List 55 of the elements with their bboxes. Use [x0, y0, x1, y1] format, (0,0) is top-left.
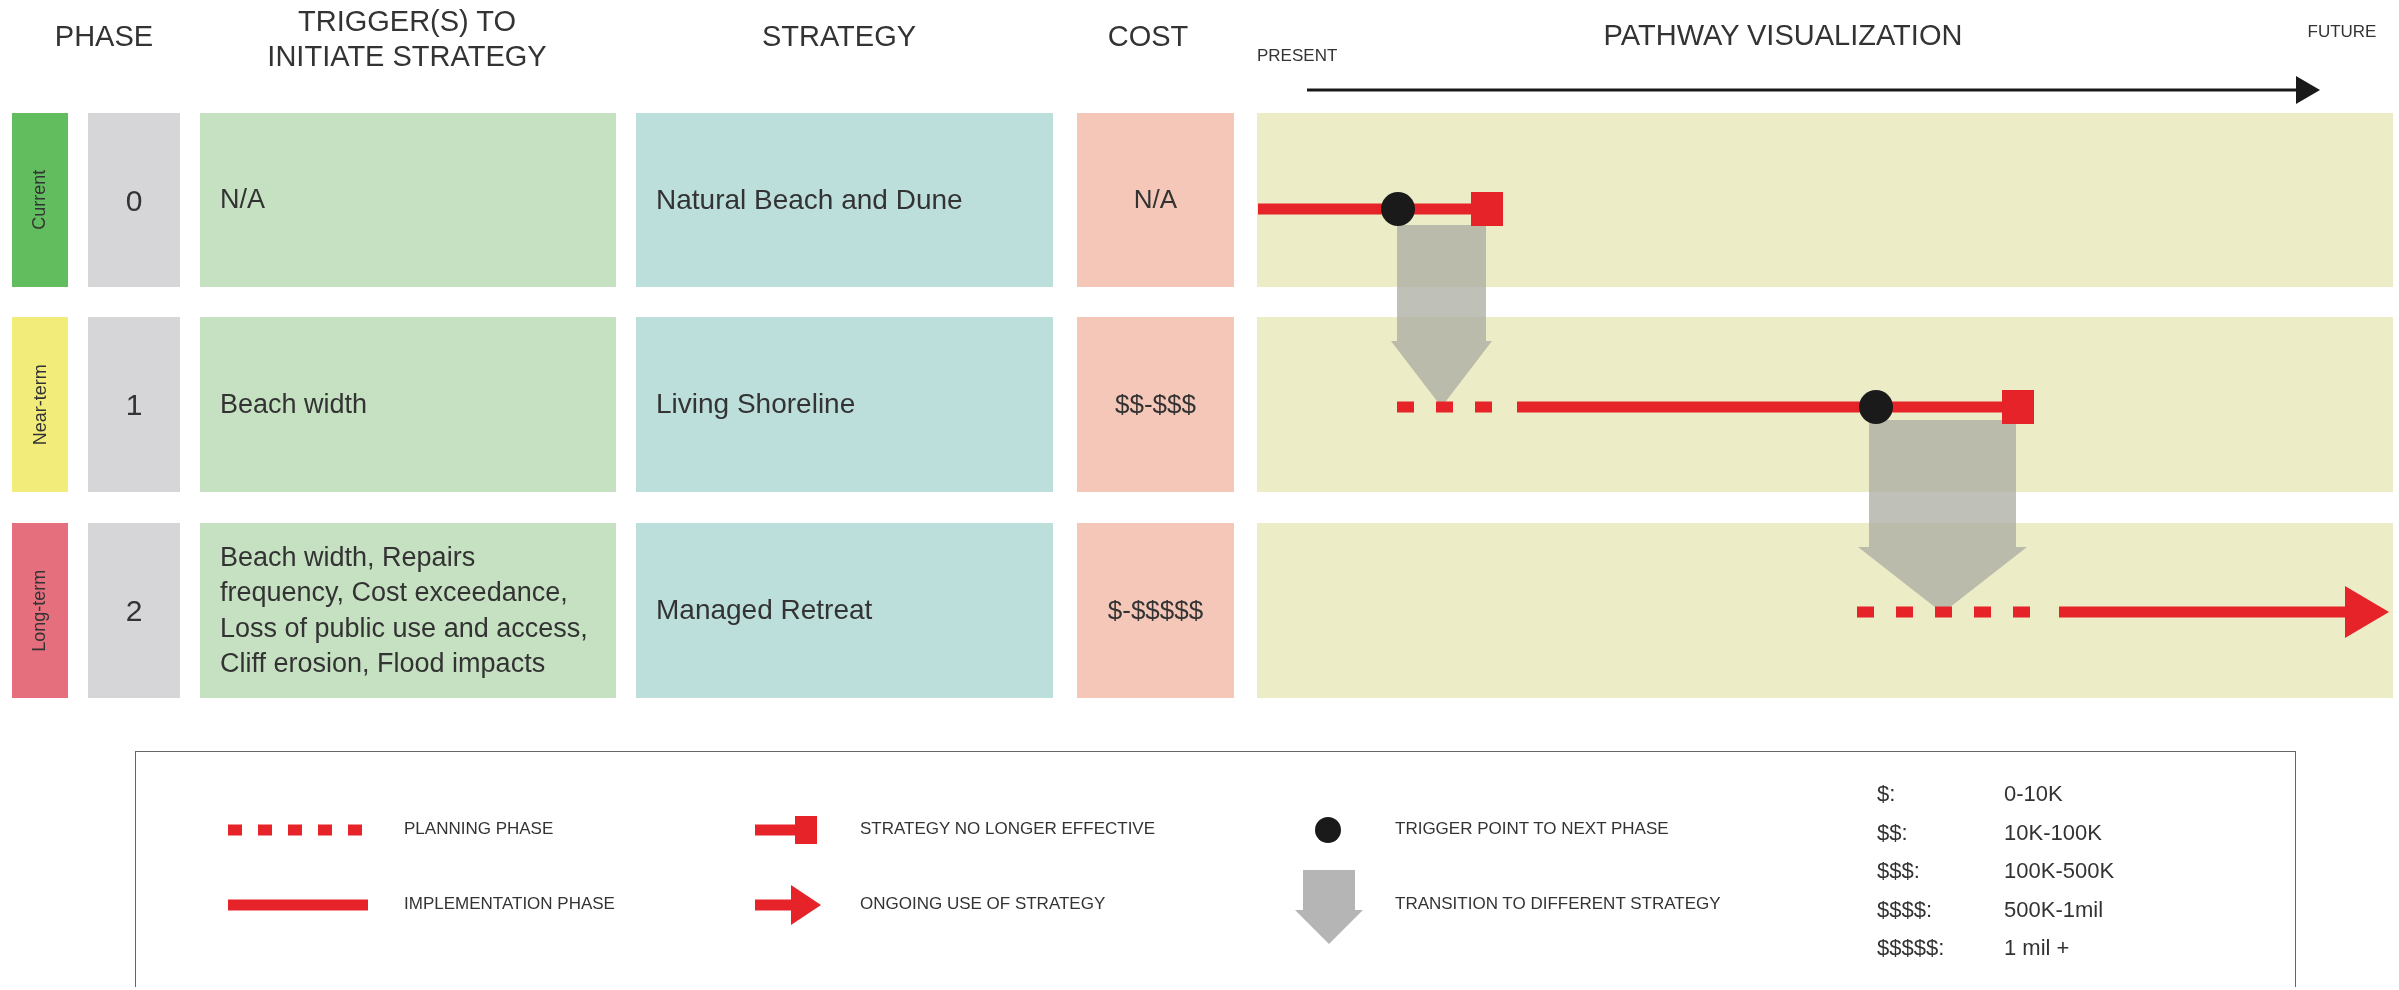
axis-label: PRESENT — [1257, 45, 1338, 67]
legend-text: TRANSITION TO DIFFERENT STRATEGY — [1395, 894, 1721, 915]
cost-text: $-$$$$$ — [1107, 593, 1204, 627]
cost-text: $$-$$$ — [1115, 387, 1196, 421]
phase-number: 2 — [125, 593, 143, 629]
phase-band — [12, 113, 68, 287]
trigger-cell — [200, 113, 616, 287]
legend-text: TRIGGER POINT TO NEXT PHASE — [1395, 819, 1669, 840]
trigger-text: N/A — [220, 183, 265, 217]
phase-label: Near-term — [28, 364, 51, 445]
column-header: TRIGGER(S) TO INITIATE STRATEGY — [266, 3, 548, 74]
phase-label: Long-term — [28, 569, 51, 652]
cost-range: 10K-100K — [2004, 819, 2102, 847]
timeline-band — [1257, 523, 2393, 698]
phase-number-cell — [88, 317, 180, 492]
phase-number: 1 — [125, 387, 143, 423]
legend-text: ONGOING USE OF STRATEGY — [860, 894, 1106, 915]
phase-number-cell — [88, 113, 180, 287]
legend-text: STRATEGY NO LONGER EFFECTIVE — [860, 819, 1156, 840]
phase-label: Current — [28, 170, 51, 230]
strategy-text: Living Shoreline — [656, 387, 856, 422]
cost-cell — [1077, 523, 1234, 698]
cost-symbol: $: — [1877, 780, 1896, 808]
strategy-text: Natural Beach and Dune — [656, 182, 963, 217]
trigger-text: Beach width, Repairs frequency, Cost exceedance, Loss of public use and access, Cliff erosion, Flood impacts — [220, 541, 589, 680]
cost-symbol: $$$: — [1877, 857, 1920, 885]
cost-cell — [1077, 113, 1234, 287]
strategy-cell — [636, 113, 1053, 287]
phase-band — [12, 317, 68, 492]
phase-number-cell — [88, 523, 180, 698]
cost-range: 100K-500K — [2004, 857, 2115, 885]
legend-text: PLANNING PHASE — [404, 819, 554, 840]
strategy-cell — [636, 523, 1053, 698]
cost-cell — [1077, 317, 1234, 492]
cost-text: N/A — [1133, 183, 1178, 217]
strategy-text: Managed Retreat — [656, 593, 873, 628]
column-header: COST — [1107, 18, 1189, 54]
column-header: STRATEGY — [761, 18, 917, 54]
cost-range: 500K-1mil — [2004, 896, 2104, 924]
cost-symbol: $$$$$: — [1877, 934, 1945, 962]
axis-label: FUTURE — [2307, 21, 2377, 43]
trigger-cell — [200, 317, 616, 492]
column-header: PHASE — [54, 18, 154, 54]
phase-number: 0 — [125, 182, 143, 219]
column-header: PATHWAY VISUALIZATION — [1603, 17, 1963, 53]
cost-symbol: $$: — [1877, 819, 1908, 847]
timeline-band — [1257, 113, 2393, 287]
cost-range: 1 mil + — [2004, 934, 2070, 962]
legend-text: IMPLEMENTATION PHASE — [404, 894, 615, 915]
trigger-text: Beach width — [220, 387, 368, 421]
cost-symbol: $$$$: — [1877, 896, 1933, 924]
strategy-cell — [636, 317, 1053, 492]
phase-band — [12, 523, 68, 698]
trigger-cell — [200, 523, 616, 698]
cost-range: 0-10K — [2004, 780, 2063, 808]
